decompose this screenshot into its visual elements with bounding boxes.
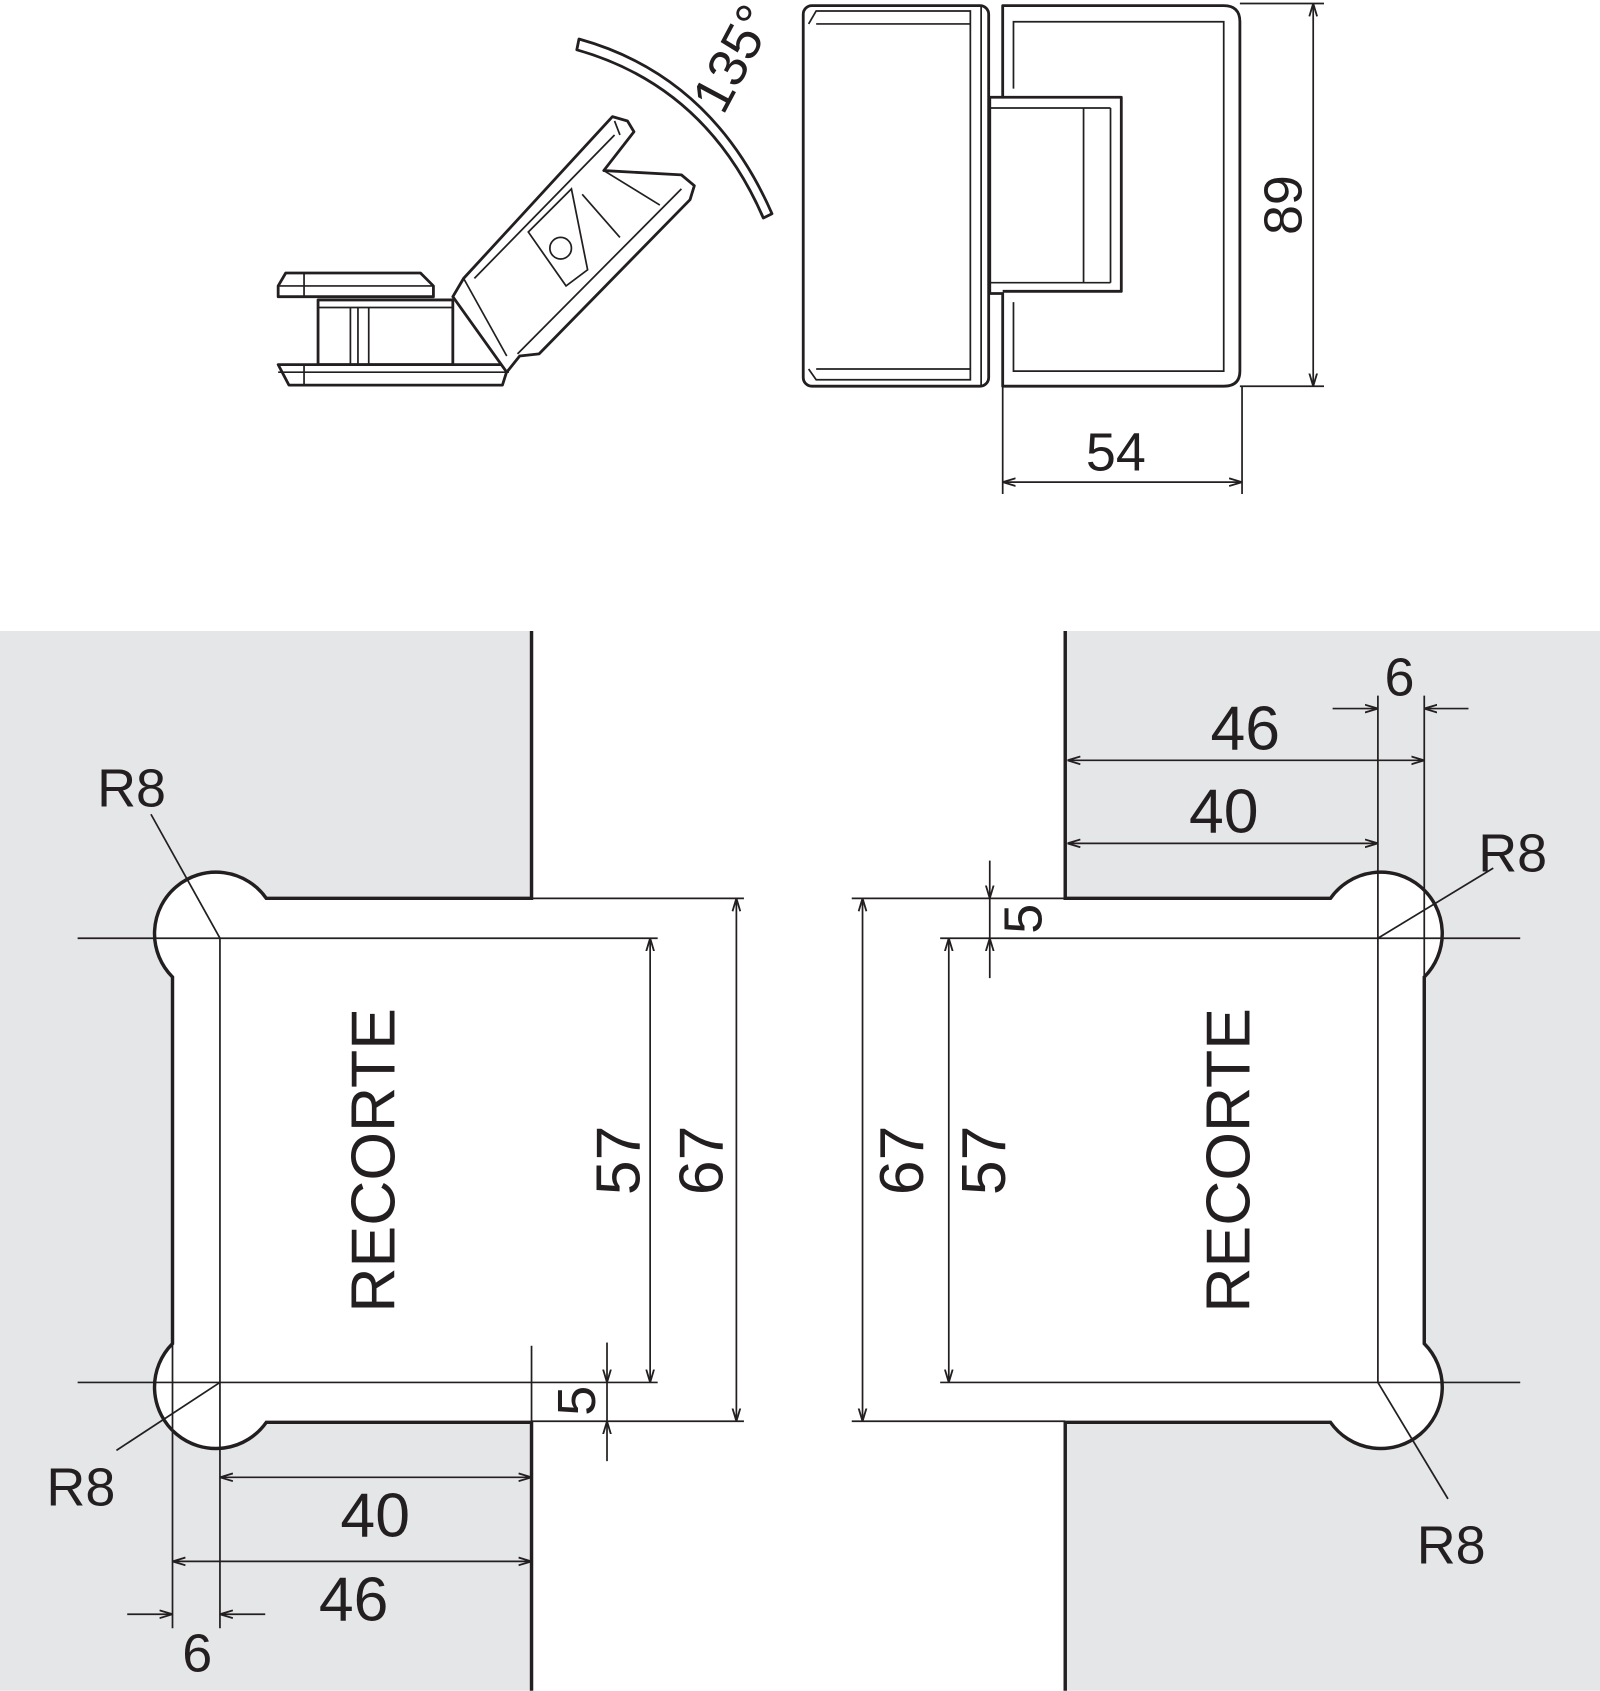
dim-57: 57 [583,1126,653,1196]
radius-label: R8 [1478,823,1547,883]
hinge-perspective-view [276,115,696,387]
hinge-front-view [801,4,1242,388]
cutout-label: RECORTE [1194,1008,1264,1313]
width-label: 54 [1086,422,1146,482]
radius-label: R8 [46,1457,115,1517]
radius-label: R8 [1417,1516,1486,1576]
dim-5: 5 [547,1386,607,1416]
dim-5: 5 [994,904,1054,934]
dimension-width-54: 54 [1001,386,1243,495]
dim-6: 6 [182,1623,212,1683]
left-glass-panel: RECORTE 57 67 5 40 46 6 R8 R8 [0,630,744,1691]
cutout-label: RECORTE [339,1008,409,1313]
dim-40: 40 [340,1481,410,1551]
dim-40: 40 [1189,777,1259,847]
rotation-arc-icon [575,37,774,220]
dim-67: 67 [666,1126,736,1196]
dim-46: 46 [319,1565,389,1635]
right-glass-panel: RECORTE 67 57 5 46 40 6 R8 R8 [851,630,1600,1691]
dim-46: 46 [1211,694,1281,764]
radius-label: R8 [97,759,166,819]
dimension-height-89: 89 [1239,2,1324,388]
dim-6: 6 [1384,648,1414,708]
dim-57: 57 [949,1126,1019,1196]
height-label: 89 [1253,175,1313,235]
dim-67: 67 [867,1126,937,1196]
